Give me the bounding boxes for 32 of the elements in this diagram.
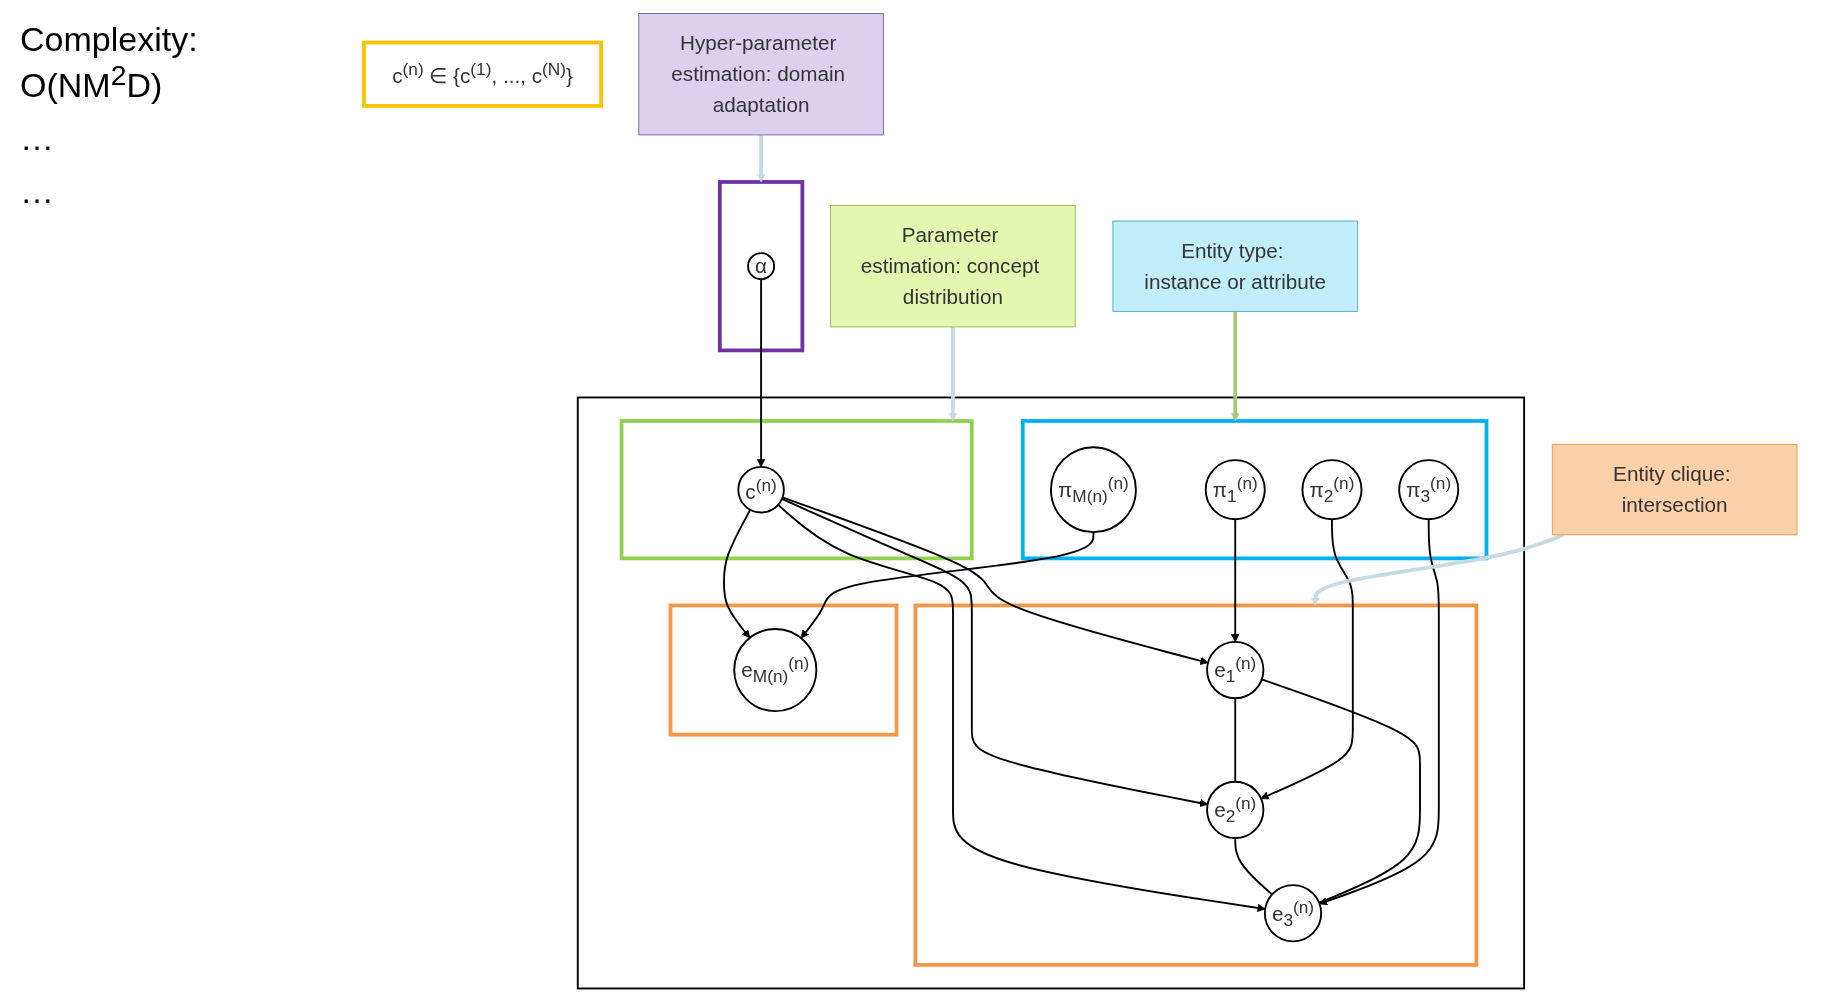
cluster xyxy=(576,396,1526,990)
arrow xyxy=(781,496,1209,665)
arrow xyxy=(777,503,1266,912)
cluster xyxy=(668,603,899,737)
cluster xyxy=(913,603,1479,967)
connector xyxy=(1234,697,1237,783)
node-circle: c$^{(n)}$ xyxy=(737,465,785,514)
node-box: Entity clique: intersection xyxy=(1551,444,1798,536)
node-box: Entity type: instance or attribute xyxy=(1112,220,1359,312)
arrow xyxy=(1319,518,1440,906)
arrow xyxy=(723,508,752,639)
cluster xyxy=(717,180,805,353)
formula-label: … xyxy=(20,172,55,212)
formula-label: … xyxy=(20,119,55,159)
connector xyxy=(1234,837,1273,896)
arrow xyxy=(800,531,1095,639)
cluster xyxy=(1020,419,1489,561)
arrow xyxy=(780,498,1208,808)
node-box: Hyper-parameter estimation: domain adaptation xyxy=(638,13,884,136)
arrow xyxy=(1231,518,1240,643)
arrow xyxy=(1231,311,1240,422)
arrow xyxy=(756,134,766,183)
node-circle: α xyxy=(747,252,776,281)
formula-label: Complexity: O(NM$^{2}$D) xyxy=(20,20,199,106)
arrow xyxy=(1260,518,1354,800)
node-box: c$^{(n)}$ ∈ {c$^{(1)}$, ..., c$^{(N)}$} xyxy=(362,40,603,108)
arrow xyxy=(1311,533,1565,606)
arrow xyxy=(756,278,766,468)
connector xyxy=(1260,678,1421,904)
cluster xyxy=(619,419,974,561)
node-box: Parameter estimation: concept distribution xyxy=(830,205,1076,328)
arrow xyxy=(948,326,958,422)
